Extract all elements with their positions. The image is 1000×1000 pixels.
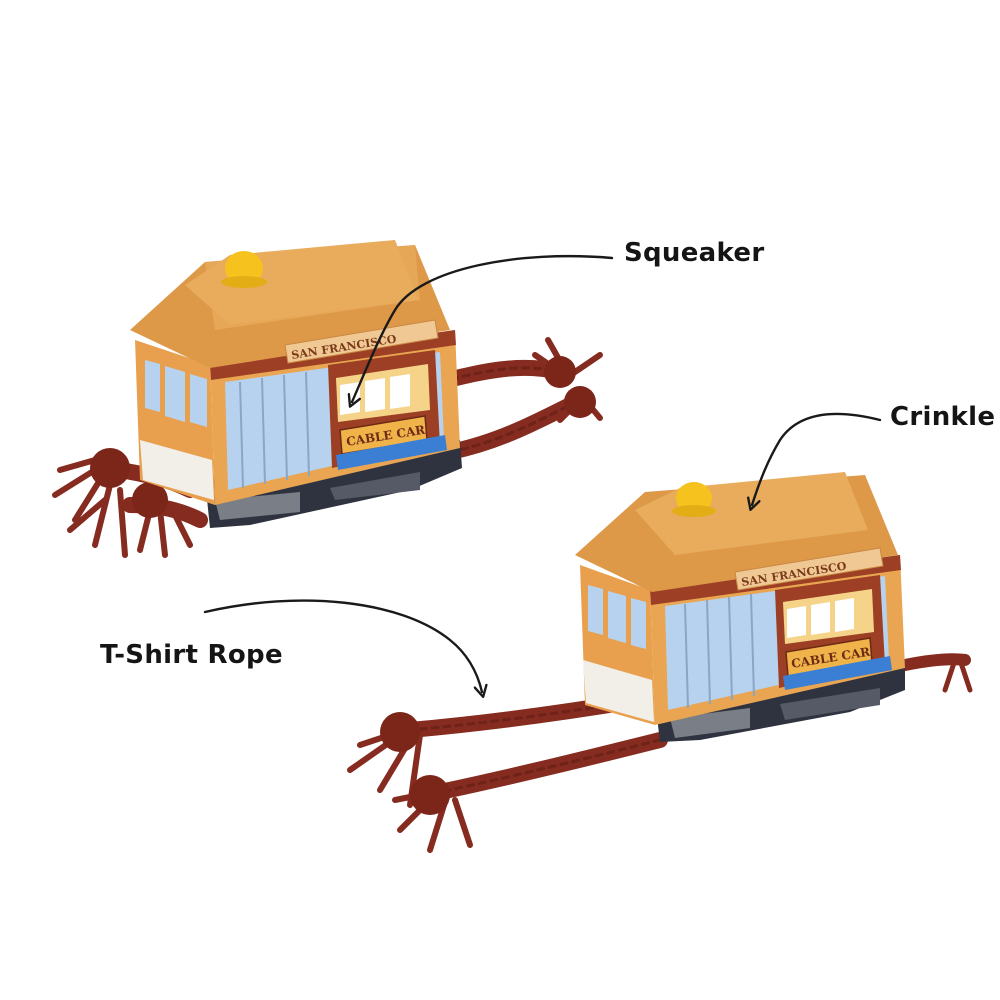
crinkle-arrow <box>752 412 882 505</box>
rope-knot-1a <box>544 356 576 388</box>
rope-knot-2b <box>410 775 450 815</box>
top-sign-board-2 <box>734 547 884 591</box>
squeaker-nub-1 <box>225 251 263 285</box>
t-shirt-rope-arrow <box>203 599 482 692</box>
squeaker-callout-label: Squeaker <box>624 238 765 268</box>
cable-car-toy-2: CABLE CAR SAN FRANCISCO <box>347 472 973 853</box>
rope-knot-1c <box>90 448 130 488</box>
squeaker-arrow <box>352 255 614 402</box>
cable-car-toy-1: CABLE CAR SAN FRANCISCO <box>52 240 603 558</box>
rope-knot-2a <box>380 712 420 752</box>
t-shirt-rope-callout-label: T-Shirt Rope <box>100 640 283 670</box>
rope-knot-1b <box>564 386 596 418</box>
crinkle-callout-label: Crinkle <box>890 402 996 432</box>
rope-knot-1d <box>132 482 168 518</box>
